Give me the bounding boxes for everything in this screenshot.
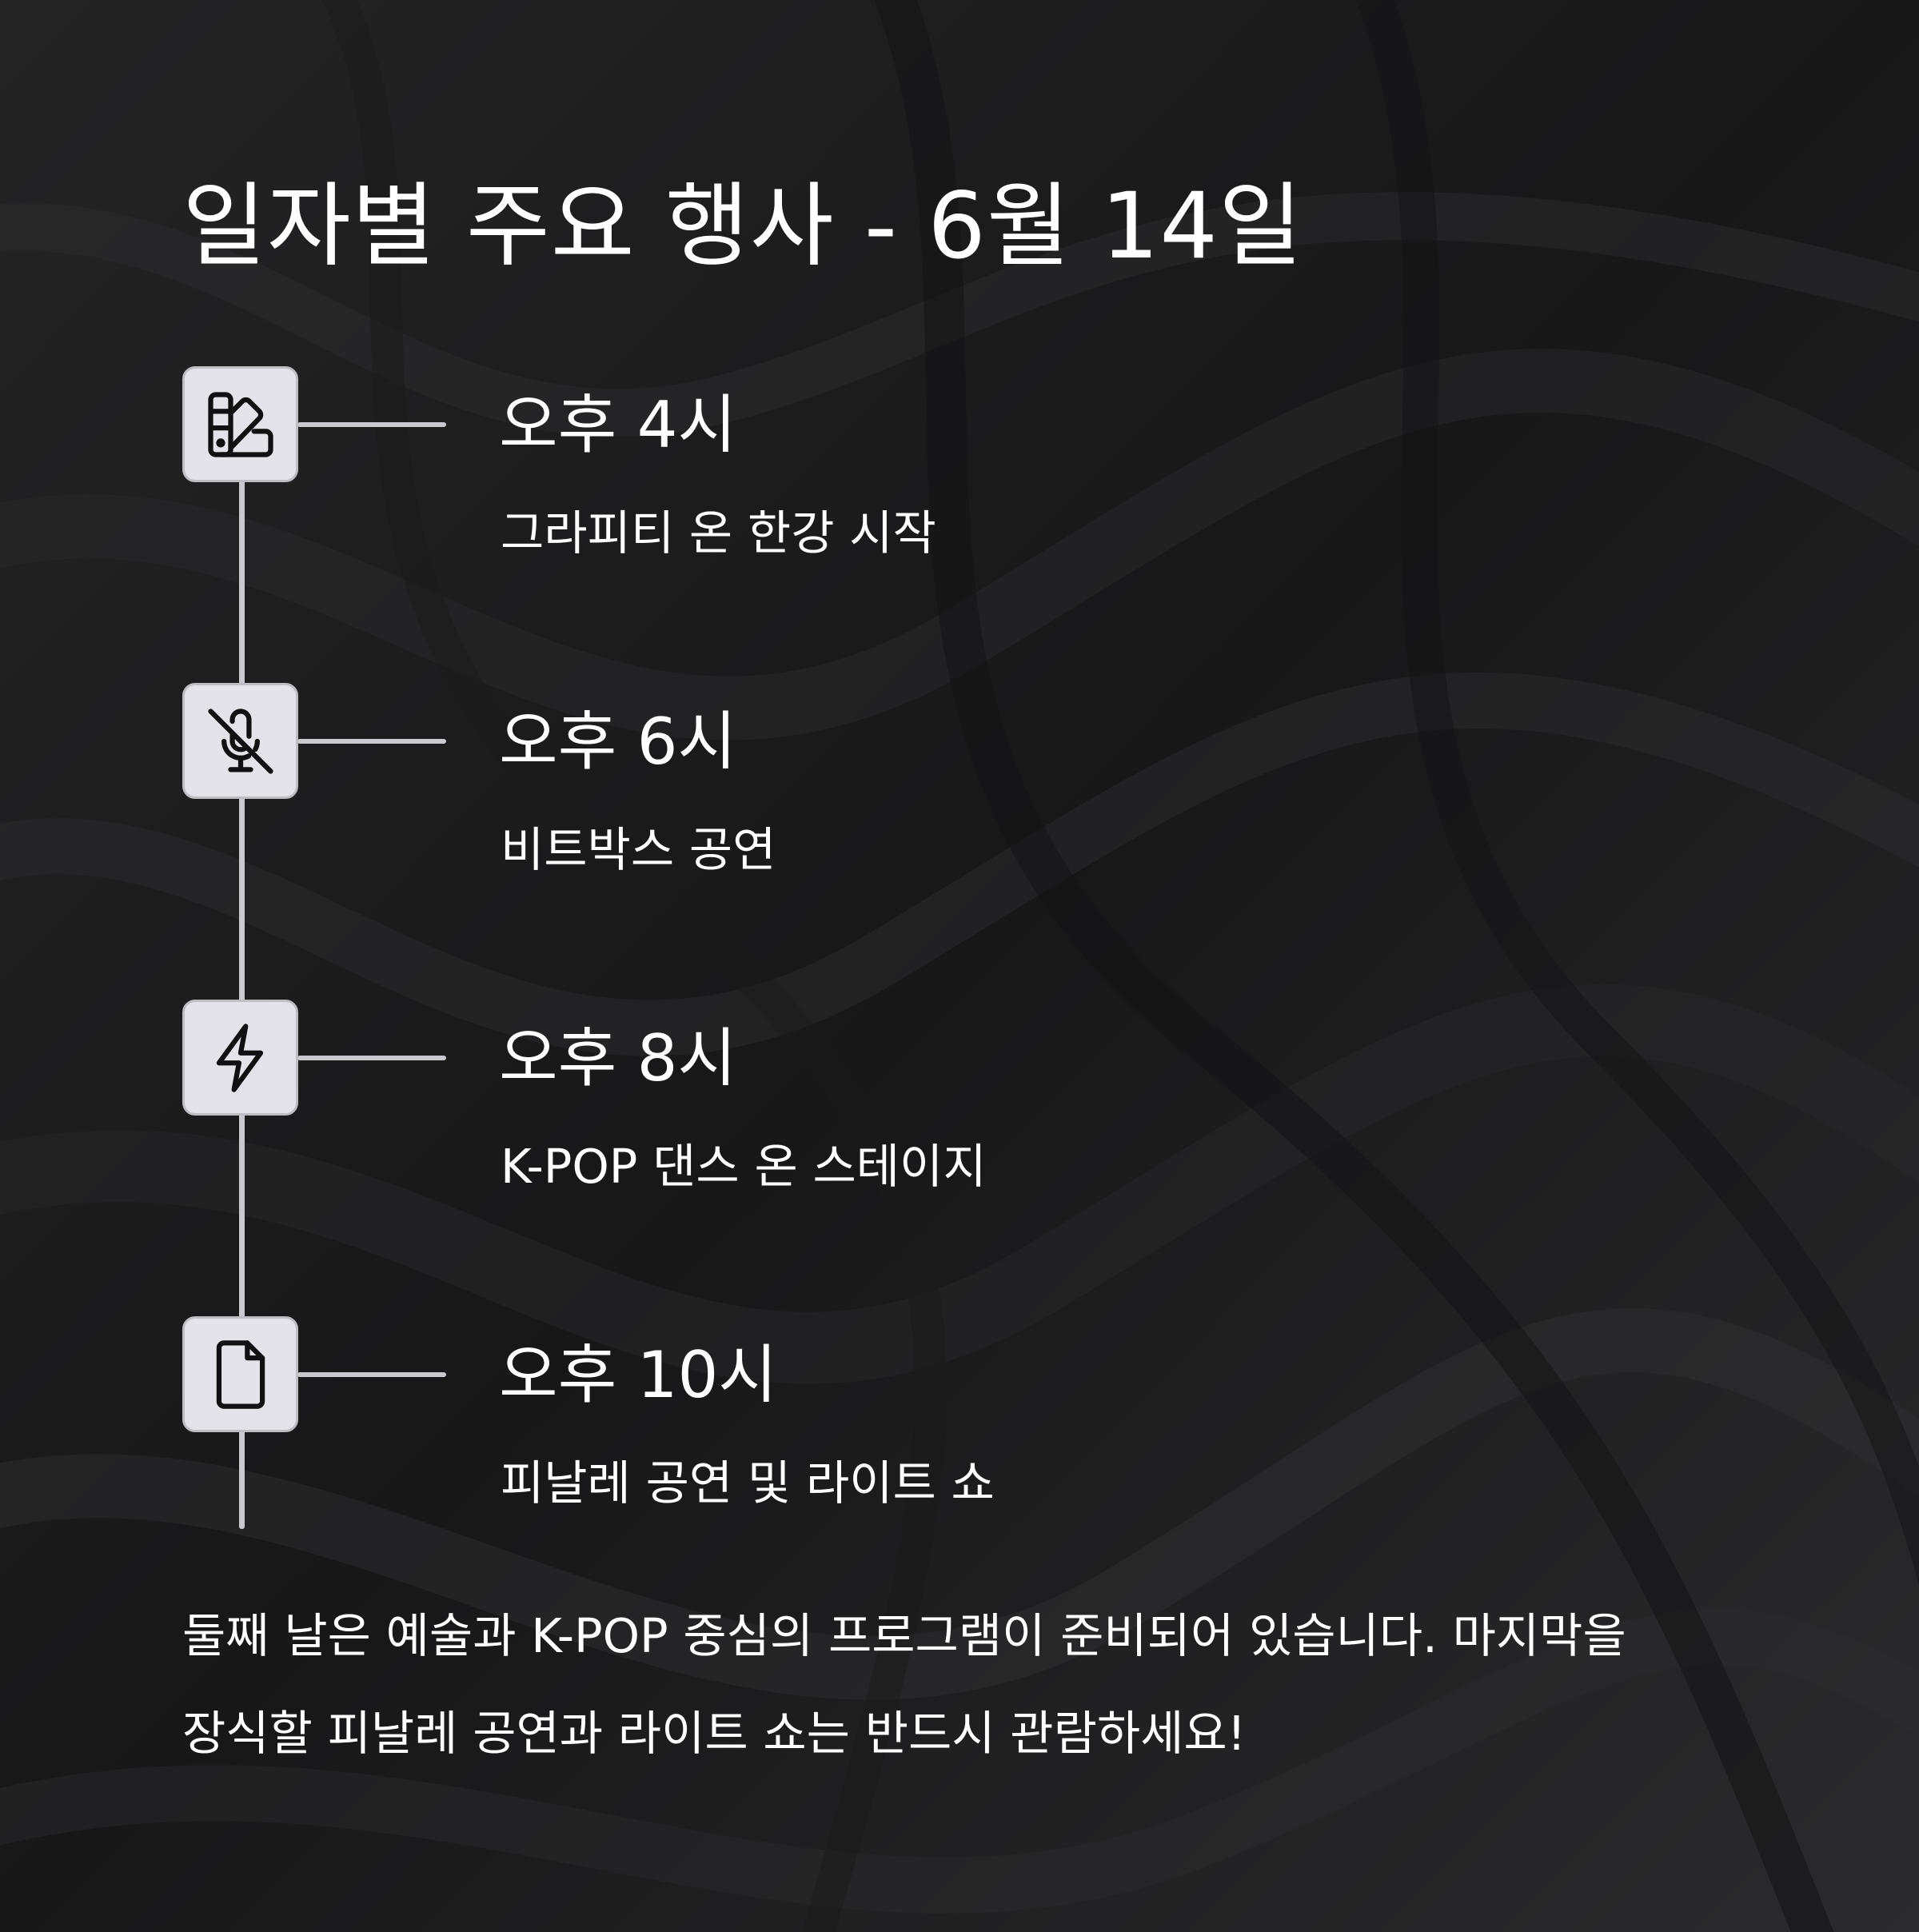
timeline-icon-box	[182, 366, 298, 482]
timeline-icon-box	[182, 1000, 298, 1116]
microphone-off-icon	[207, 708, 273, 774]
timeline-connector	[297, 1372, 446, 1377]
swatchbook-icon	[207, 391, 273, 457]
footer-text: 둘째 날은 예술과 K-POP 중심의 프로그램이 준비되어 있습니다. 마지막…	[182, 1587, 1813, 1782]
event-description: 피날레 공연 및 라이트 쇼	[501, 1455, 995, 1511]
lightning-icon	[216, 1023, 263, 1092]
timeline-icon-box	[182, 683, 298, 799]
timeline-icon-box	[182, 1316, 298, 1432]
file-icon	[216, 1339, 265, 1409]
event-description: 비트박스 공연	[501, 822, 776, 877]
event-time: 오후 8시	[499, 1021, 737, 1096]
footer-line-1: 둘째 날은 예술과 K-POP 중심의 프로그램이 준비되어 있습니다. 마지막…	[182, 1608, 1626, 1663]
event-time: 오후 10시	[499, 1338, 778, 1412]
footer-line-2: 장식할 피날레 공연과 라이트 쇼는 반드시 관람하세요!	[182, 1706, 1247, 1761]
event-time: 오후 4시	[499, 388, 737, 462]
event-description: 그라피티 온 한강 시작	[501, 505, 936, 561]
page-title: 일자별 주요 행사 - 6월 14일	[182, 173, 1303, 279]
event-time: 오후 6시	[499, 705, 737, 779]
timeline-connector	[297, 422, 446, 427]
event-description: K-POP 댄스 온 스테이지	[501, 1139, 987, 1194]
timeline-connector	[297, 1056, 446, 1060]
timeline-connector	[297, 739, 446, 744]
